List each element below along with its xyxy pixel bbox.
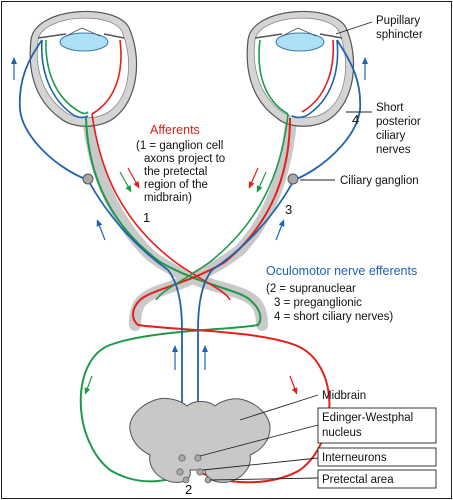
- efferents-note-3: 4 = short ciliary nerves): [274, 311, 393, 323]
- left-eye-retina-paths: [40, 39, 122, 119]
- afferents-title: Afferents: [150, 123, 200, 137]
- interneurons-box: [317, 447, 437, 467]
- left-ciliary-ganglion-icon: [82, 173, 94, 185]
- short-posterior-number: 4: [352, 112, 359, 127]
- short-posterior-label-2: posterior: [376, 116, 421, 128]
- green-afferent-pathway: [79, 117, 262, 483]
- interneurons-label: Interneurons: [322, 452, 387, 464]
- number-3: 3: [285, 202, 292, 217]
- efferents-title: Oculomotor nerve efferents: [266, 264, 417, 278]
- midbrain-shape: [129, 397, 271, 483]
- red-left-tract-pathway: [91, 113, 231, 301]
- afferents-note-1: (1 = ganglion cell: [136, 140, 223, 152]
- pretectal-area-label: Pretectal area: [322, 474, 394, 486]
- right-ciliary-ganglion-icon: [287, 173, 299, 185]
- afferents-note-2: axons project to: [144, 153, 225, 165]
- midbrain-label: Midbrain: [322, 390, 366, 402]
- efferents-note-1: (2 = supranuclear: [266, 283, 356, 295]
- leader-lines: [199, 21, 373, 481]
- ciliary-ganglion-label: Ciliary ganglion: [340, 175, 419, 187]
- number-2: 2: [185, 482, 192, 497]
- edinger-westphal-label-1: Edinger-Westphal: [322, 412, 413, 424]
- short-posterior-label-3: ciliary: [376, 130, 406, 142]
- pupillary-sphincter-label-1: Pupillary: [376, 15, 420, 27]
- green-right-tract-pathway: [155, 113, 289, 301]
- right-eye: [246, 10, 355, 127]
- pretectal-area-box: [317, 469, 437, 489]
- short-posterior-label-4: nerves: [376, 144, 411, 156]
- right-eye-retina-paths: [258, 39, 339, 119]
- afferents-note-5: midbrain): [144, 192, 192, 204]
- afferents-note-3: the pretectal: [144, 166, 207, 178]
- edinger-westphal-box: [317, 407, 437, 444]
- efferents-note-2: 3 = preganglionic: [274, 297, 362, 309]
- right-lens-icon: [275, 32, 325, 52]
- pupillary-sphincter-label-2: sphincter: [376, 29, 423, 41]
- number-1: 1: [143, 210, 150, 225]
- edinger-westphal-label-2: nucleus: [322, 427, 362, 439]
- nuclei-spots: [176, 454, 212, 484]
- direction-arrows: [11, 57, 368, 395]
- left-lens-icon: [59, 32, 109, 52]
- afferents-note-4: region of the: [144, 179, 208, 191]
- short-posterior-label-1: Short: [376, 102, 404, 114]
